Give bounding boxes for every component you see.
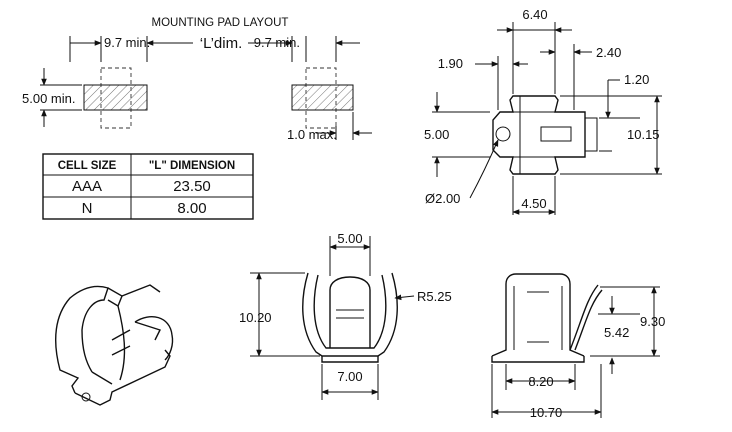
dim-left-gap: 9.7 min. [104, 35, 150, 50]
mounting-pad-left [83, 84, 148, 111]
table-cell: 23.50 [173, 178, 211, 195]
dim-offset-right: 2.40 [596, 45, 621, 60]
table-header-cell-size: CELL SIZE [58, 160, 117, 172]
dim-tab: 1.20 [624, 72, 649, 87]
dim-height-left: 5.00 [424, 127, 449, 142]
dim-front-top-width: 5.00 [337, 231, 362, 246]
pad-layout-title: MOUNTING PAD LAYOUT [152, 17, 289, 29]
dim-side-inner-width: 8.20 [528, 374, 553, 389]
mounting-hole [495, 126, 511, 142]
side-view: 9.30 5.42 8.20 10.70 [491, 273, 665, 420]
dim-top-width: 6.40 [522, 7, 547, 22]
table-header-l-dimension: "L" DIMENSION [149, 160, 235, 172]
clip-slot [540, 126, 572, 142]
clip-isometric [55, 284, 174, 406]
clip-side-outline [491, 273, 585, 357]
table-cell: 8.00 [177, 200, 206, 217]
dim-side-height: 9.30 [640, 314, 665, 329]
dim-front-base-width: 7.00 [337, 369, 362, 384]
dim-bottom-width: 4.50 [521, 196, 546, 211]
dim-l-dimension: ‘L’dim. [200, 35, 243, 52]
pad-layout: MOUNTING PAD LAYOUT 9.7 min. ‘L’dim. 9.7… [22, 17, 372, 142]
cell-size-table: CELL SIZE "L" DIMENSION AAA 23.50 N 8.00 [42, 153, 254, 220]
clip-front-outline [302, 272, 398, 357]
front-view: 5.00 10.20 R5.25 7.00 [239, 231, 452, 400]
dim-right-gap: 9.7 min. [254, 35, 300, 50]
dim-hole: Ø2.00 [425, 191, 460, 206]
dim-offset-left: 1.90 [438, 56, 463, 71]
top-view: 6.40 1.90 2.40 1.20 5.00 10.15 Ø2.00 [424, 7, 662, 215]
dim-pad-height: 5.00 min. [22, 91, 75, 106]
mounting-pad-right [291, 84, 354, 111]
dim-height-right: 10.15 [627, 127, 660, 142]
table-cell: AAA [72, 178, 102, 195]
dim-front-height: 10.20 [239, 310, 272, 325]
dim-overhang: 1.0 max. [287, 127, 337, 142]
table-cell: N [82, 200, 93, 217]
dim-side-overall-width: 10.70 [530, 405, 563, 420]
dim-radius: R5.25 [417, 289, 452, 304]
dim-side-inner-height: 5.42 [604, 325, 629, 340]
clip-tab [584, 117, 598, 152]
